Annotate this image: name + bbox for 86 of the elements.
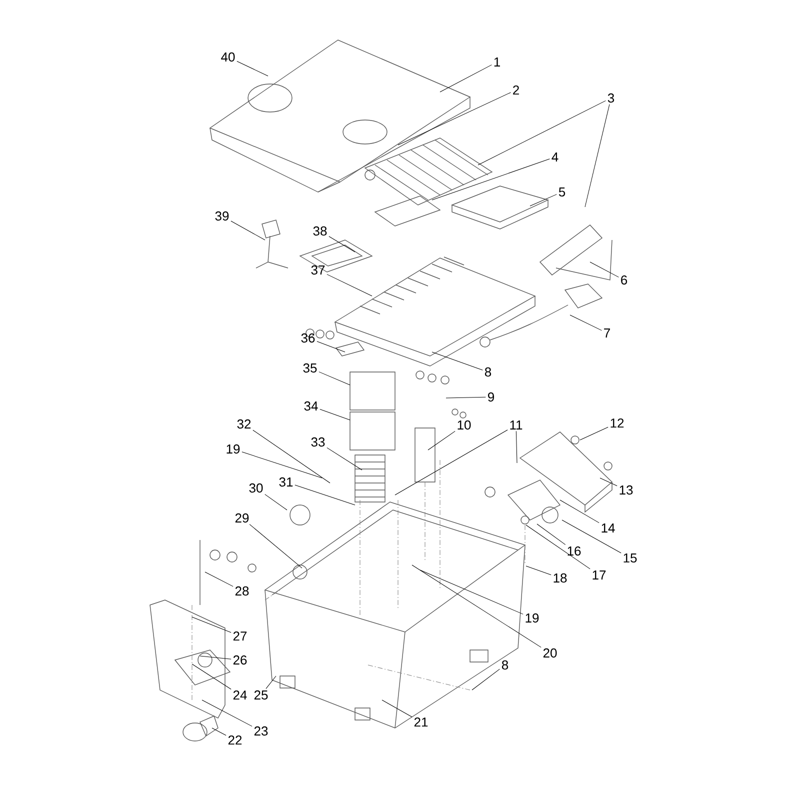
leader-line [326,274,372,296]
callout-number: 8 [502,660,508,670]
leader-line [590,262,619,278]
leader-line [326,447,362,470]
callout-number: 13 [620,485,633,495]
leader-line [516,430,518,464]
callout-number: 21 [414,717,428,727]
leader-line [252,430,330,484]
leader-line [526,524,590,570]
leader-line [202,700,252,727]
callout-number: 19 [226,444,240,454]
callout-number: 31 [279,477,293,487]
leader-line [204,572,234,587]
callout-number: 4 [552,152,558,162]
leader-line [526,566,552,576]
leader-line [200,656,232,660]
leader-line [249,524,302,568]
leader-line [212,728,226,736]
callout-number: 2 [513,85,519,95]
callout-number: 8 [484,367,492,377]
callout-number: 5 [558,187,566,197]
leader-line [230,220,266,240]
callout-number: 3 [608,93,614,103]
leader-line [294,484,356,506]
leader-line [562,520,622,554]
leader-line [382,700,412,718]
callout-number: 38 [313,226,327,236]
leader-line [266,676,276,689]
leader-line [432,352,483,370]
callout-number: 19 [526,613,539,623]
callout-number: 23 [254,726,268,736]
leader-line [192,616,232,633]
callout-number: 1 [494,58,500,66]
callout-number: 28 [235,586,249,596]
callout-number: 37 [311,265,325,275]
callout-number: 11 [510,420,522,430]
callout-number: 35 [303,363,317,373]
leader-line [580,426,608,440]
leader-line [446,396,486,398]
leader-line [600,478,618,486]
leader-line [440,64,492,92]
callout-number: 27 [233,631,247,641]
leader-line [320,408,350,420]
leader-line [530,194,557,206]
callout-number: 36 [301,333,315,343]
leader-line [236,61,268,76]
callout-number: 15 [624,553,637,563]
leader-line [318,372,350,386]
callout-number: 9 [488,392,494,402]
leader-line [316,341,346,352]
leader-line [398,92,511,146]
leader-line [328,236,356,252]
leader-line [242,452,322,478]
callout-number: 32 [237,419,251,429]
callout-number: 22 [228,735,242,745]
leader-line [432,158,550,200]
leader-line [264,494,288,510]
callout-number: 34 [304,401,318,411]
callout-number: 10 [458,420,471,430]
callout-number: 7 [604,328,610,338]
leader-line [472,668,500,690]
callout-number: 26 [233,655,247,665]
leader-line [192,664,232,690]
callout-number: 18 [554,573,567,583]
leader-line [478,100,606,166]
leader-line [412,564,542,648]
callout-number: 24 [233,690,247,700]
leader-line [536,524,566,545]
callout-number: 20 [543,648,557,658]
callout-number: 12 [610,418,624,428]
leader-line [570,314,602,331]
callout-number: 25 [254,690,268,700]
callout-number: 33 [311,437,325,447]
leader-line [394,430,508,496]
callout-number: 39 [215,211,229,221]
leader-line [428,430,456,450]
leader-line [560,500,600,524]
leader-line [420,570,524,614]
callout-number: 40 [221,52,235,62]
callout-number: 17 [592,570,606,580]
callout-number: 16 [568,546,581,556]
callout-number: 14 [602,524,615,532]
leader-line [584,104,610,208]
callout-number: 29 [235,513,249,523]
callout-number: 6 [621,275,628,285]
callout-number: 30 [249,483,263,493]
